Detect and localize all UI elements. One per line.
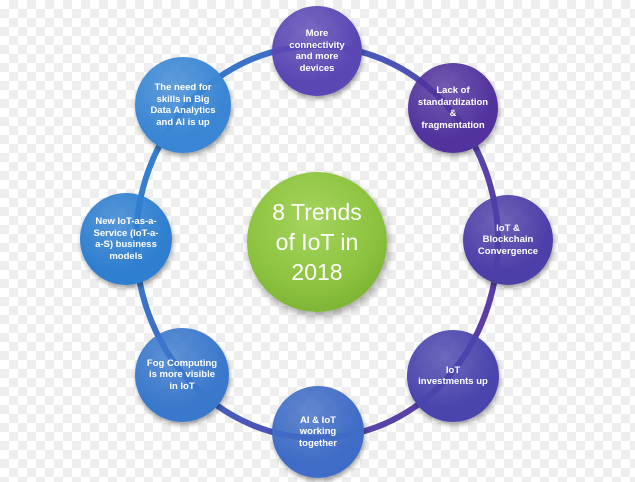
trend-label: Lack of standardization & fragmentation — [417, 85, 489, 131]
trend-ai-iot: AI & IoT working together — [272, 386, 364, 478]
trend-iot-blockchain: IoT & Blockchain Convergence — [463, 195, 553, 285]
trend-iot-investments: IoT investments up — [407, 330, 499, 422]
trend-label: AI & IoT working together — [299, 414, 337, 449]
trend-label: Fog Computing is more visible in IoT — [146, 357, 218, 392]
trend-label: More connectivity and more devices — [289, 28, 345, 74]
center-topic-circle: 8 Trends of IoT in 2018 — [247, 172, 387, 312]
trend-fog-computing: Fog Computing is more visible in IoT — [135, 328, 229, 422]
trend-iot-as-a-service: New IoT-as-a- Service (IoT-a- a-S) busin… — [80, 193, 172, 285]
trend-label: IoT & Blockchain Convergence — [477, 222, 539, 257]
center-title: 8 Trends of IoT in 2018 — [272, 199, 362, 285]
trend-label: New IoT-as-a- Service (IoT-a- a-S) busin… — [93, 216, 159, 262]
trend-more-connectivity: More connectivity and more devices — [272, 6, 362, 96]
trend-label: IoT investments up — [418, 364, 488, 388]
trend-big-data-skills: The need for skills in Big Data Analytic… — [135, 57, 231, 153]
trend-lack-of-standardization: Lack of standardization & fragmentation — [408, 63, 498, 153]
trend-label: The need for skills in Big Data Analytic… — [150, 82, 216, 128]
